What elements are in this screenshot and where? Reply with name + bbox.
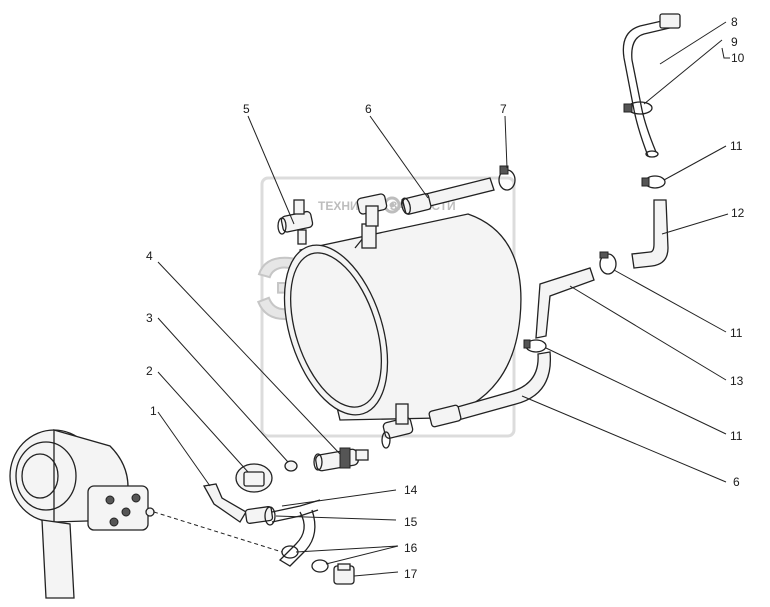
part-11-clamp-a: [641, 175, 666, 189]
leader-lines: [157, 21, 730, 577]
part-1-hose: [202, 483, 247, 523]
part-12-elbow: [631, 199, 669, 269]
leader-8: [659, 21, 727, 65]
part-17-plug: [333, 563, 355, 585]
leader-11-b: [613, 269, 727, 333]
leader-3: [157, 317, 289, 463]
tank-end-cap: [283, 244, 389, 416]
leader-6-right: [521, 395, 727, 483]
leader-5: [247, 115, 295, 225]
leader-13: [569, 285, 727, 381]
tank-end-rim: [289, 252, 383, 408]
tank: [283, 205, 522, 421]
part-5-tee-fitting: [277, 199, 314, 245]
part-16-rings: [281, 545, 329, 573]
part-14-15-fitting: [244, 499, 321, 567]
part-8-pipe: [622, 13, 681, 158]
leader-17: [353, 571, 399, 577]
callout-16: 16: [404, 541, 418, 555]
leader-4: [157, 261, 341, 455]
leader-2: [157, 371, 249, 473]
callout-10: 10: [731, 51, 745, 65]
callout-5: 5: [243, 102, 250, 116]
leader-14: [281, 489, 397, 507]
callout-9: 9: [731, 35, 738, 49]
part-6-upper-hose: [401, 177, 495, 215]
callout-2: 2: [146, 364, 153, 378]
callout-13: 13: [730, 374, 744, 388]
part-6-lower-hose: [428, 351, 552, 428]
compressor-outlet-pipe: [41, 519, 75, 599]
part-4-valve: [313, 447, 369, 472]
callout-11-b: 11: [730, 326, 743, 340]
leader-12: [661, 213, 729, 235]
part-11-clamp-c: [523, 339, 547, 353]
part-11-clamp-b: [599, 251, 617, 275]
callout-4: 4: [146, 249, 153, 263]
callout-numbers: 5 6 7 8 9 10 11 12 11 13 11 6 4 3 2 1 14…: [146, 15, 745, 581]
compressor-unit: [9, 429, 155, 599]
leader-9: [643, 39, 723, 105]
callout-8: 8: [731, 15, 738, 29]
callout-11-a: 11: [730, 139, 743, 153]
callout-6-top: 6: [365, 102, 372, 116]
callout-3: 3: [146, 311, 153, 325]
lower-tee: [381, 403, 414, 449]
callout-6-right: 6: [733, 475, 740, 489]
callout-17: 17: [404, 567, 418, 581]
leader-10: [721, 47, 730, 59]
leader-15: [275, 515, 397, 521]
part-9-10-clamp: [623, 101, 653, 115]
callout-7: 7: [500, 102, 507, 116]
callout-11-c: 11: [730, 429, 743, 443]
leader-7: [504, 115, 508, 169]
part-13-hose: [535, 267, 595, 339]
callout-12: 12: [731, 206, 745, 220]
leader-16: [295, 545, 399, 565]
callout-15: 15: [404, 515, 418, 529]
callout-1: 1: [150, 404, 157, 418]
assembly-line: [153, 511, 283, 553]
part-3-nut: [284, 460, 298, 472]
part-7-clamp: [498, 165, 516, 191]
leader-11-c: [545, 347, 727, 435]
upper-tee: [356, 193, 388, 227]
callout-14: 14: [404, 483, 418, 497]
leader-1: [157, 411, 211, 487]
leader-6-top: [369, 115, 429, 199]
part-2-bolt: [235, 463, 273, 493]
tank-top-bracket: [361, 223, 377, 249]
leader-11-a: [663, 145, 727, 181]
